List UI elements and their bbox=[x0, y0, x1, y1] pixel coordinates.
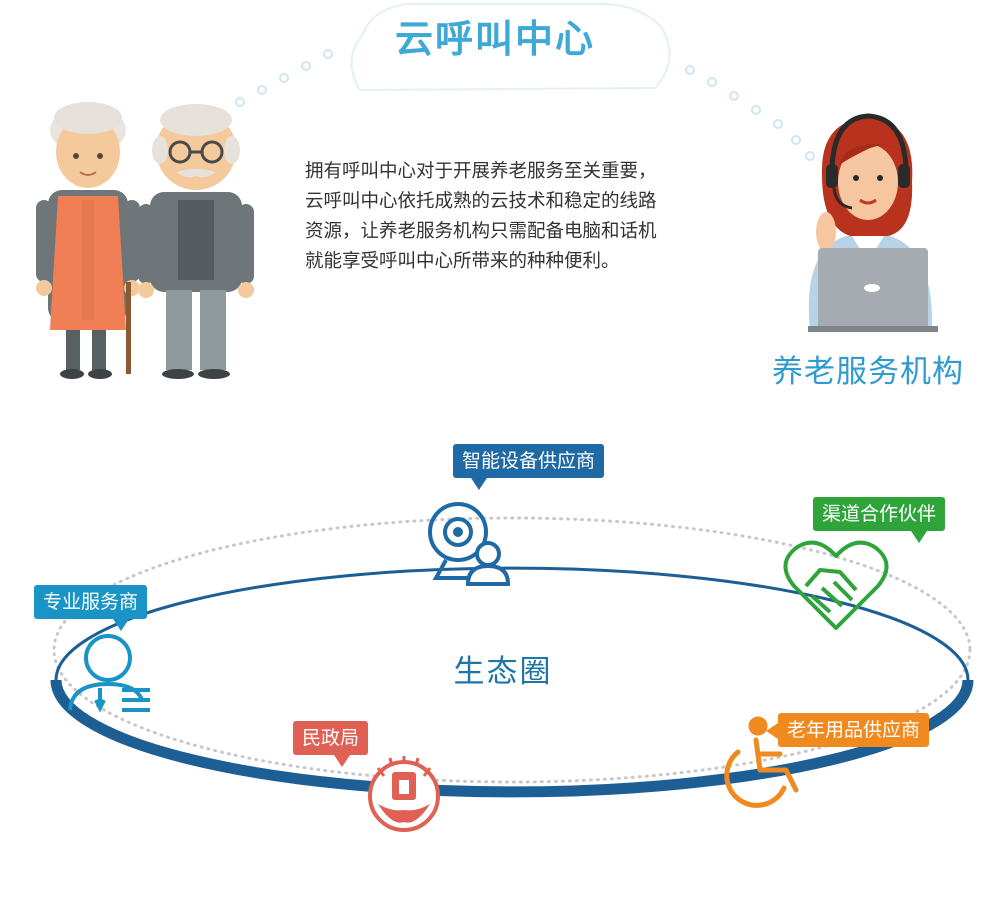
ecosystem-center-label: 生态圈 bbox=[453, 654, 553, 690]
tag-channel-partner: 渠道合作伙伴 bbox=[813, 497, 946, 543]
intro-line: 拥有呼叫中心对于开展养老服务至关重要， bbox=[305, 161, 657, 182]
intro-line: 资源，让养老服务机构只需配备电脑和话机 bbox=[305, 221, 657, 242]
handshake-heart-icon bbox=[783, 540, 889, 630]
org-label: 养老服务机构 bbox=[772, 354, 964, 390]
tag-elderly-goods-supplier: 老年用品供应商 bbox=[765, 713, 930, 747]
title-cloud bbox=[350, 3, 671, 92]
wheelchair-icon bbox=[724, 716, 799, 808]
cloud-dots-left bbox=[235, 49, 333, 107]
intro-line: 云呼叫中心依托成熟的云技术和稳定的线路 bbox=[305, 191, 657, 212]
tag-device-supplier: 智能设备供应商 bbox=[453, 444, 605, 490]
intro-paragraph: 拥有呼叫中心对于开展养老服务至关重要， 云呼叫中心依托成熟的云技术和稳定的线路 … bbox=[305, 157, 765, 277]
cloud-dots-right bbox=[685, 65, 815, 161]
professional-person-icon bbox=[68, 634, 150, 713]
webcam-user-icon bbox=[428, 502, 511, 586]
tag-civil-affairs: 民政局 bbox=[293, 721, 369, 767]
page-title: 云呼叫中心 bbox=[394, 17, 595, 61]
elderly-couple-illustration bbox=[36, 102, 254, 379]
tag-professional-provider: 专业服务商 bbox=[34, 585, 148, 631]
call-center-operator-illustration bbox=[808, 113, 938, 332]
civil-affairs-emblem-icon bbox=[368, 756, 440, 832]
intro-line: 就能享受呼叫中心所带来的种种便利。 bbox=[305, 251, 620, 272]
grandpa-figure bbox=[138, 104, 254, 379]
grandma-figure bbox=[36, 102, 140, 379]
